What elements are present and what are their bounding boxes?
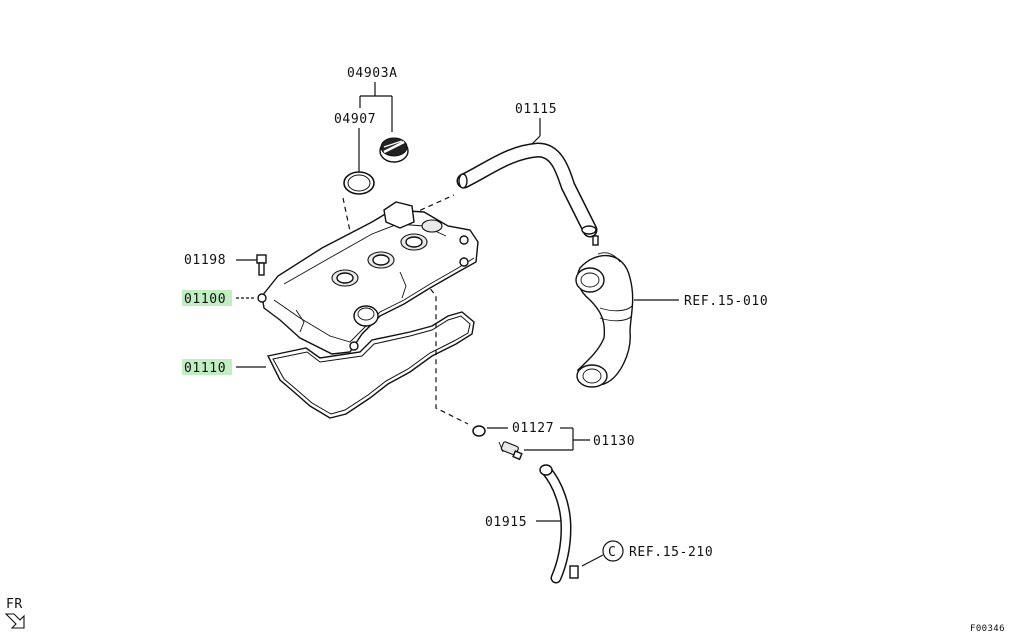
air-intake-duct[interactable] — [575, 252, 634, 388]
label-01115[interactable]: 01115 — [515, 102, 557, 117]
breather-hose-01115[interactable] — [456, 142, 599, 246]
gasket-01110[interactable] — [266, 311, 475, 419]
ref-marker-c-letter: C — [608, 545, 616, 560]
dashed-hose-to-cover — [411, 194, 455, 215]
oring-04907[interactable] — [343, 171, 375, 195]
pcv-valve-01130[interactable] — [498, 441, 523, 461]
washer-01127[interactable] — [472, 425, 486, 437]
label-04903A[interactable]: 04903A — [347, 66, 398, 81]
front-indicator-label: FR — [6, 597, 23, 612]
label-01198[interactable]: 01198 — [184, 253, 226, 268]
figure-code: F00346 — [970, 624, 1005, 634]
oil-filler-cap[interactable] — [379, 137, 409, 163]
label-04907[interactable]: 04907 — [334, 112, 376, 127]
highlight-01110 — [182, 359, 232, 375]
ref-marker-c[interactable]: C — [602, 540, 624, 562]
front-arrow-icon — [4, 613, 25, 629]
leader-ref-15-210 — [581, 554, 604, 567]
hose-01915[interactable] — [539, 464, 579, 584]
label-01127[interactable]: 01127 — [512, 421, 554, 436]
highlight-01100 — [182, 290, 232, 306]
bolt-01198[interactable] — [256, 254, 267, 276]
ref-15-010[interactable]: REF.15-010 — [684, 294, 768, 309]
dashed-pcv-to-cover — [424, 281, 469, 425]
label-01915[interactable]: 01915 — [485, 515, 527, 530]
valve-cover-01100[interactable] — [257, 201, 479, 355]
leader-01127-01130 — [487, 427, 590, 451]
label-01130[interactable]: 01130 — [593, 434, 635, 449]
label-01100[interactable]: 01100 — [184, 292, 226, 307]
ref-15-210[interactable]: REF.15-210 — [629, 545, 713, 560]
leader-04903A — [359, 82, 393, 132]
label-01110[interactable]: 01110 — [184, 361, 226, 376]
leader-01115 — [529, 118, 541, 147]
